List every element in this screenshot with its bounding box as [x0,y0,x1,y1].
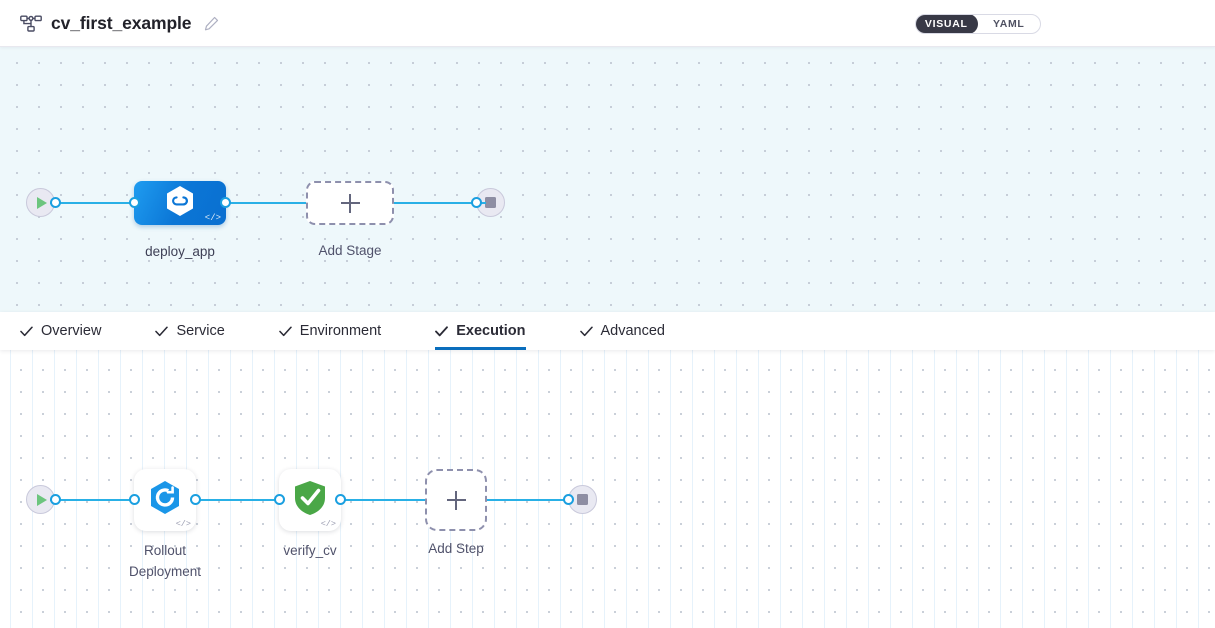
step-code-badge: </> [320,518,336,529]
play-icon [37,196,47,209]
app-header: cv_first_example VISUAL YAML [0,0,1215,47]
step-code-badge: </> [175,518,191,529]
pipeline-graph-icon [20,15,42,33]
pipeline-end-node[interactable] [471,188,505,217]
visual-yaml-toggle[interactable]: VISUAL YAML [915,14,1041,34]
tab-execution-label: Execution [456,323,526,339]
execution-graph-canvas[interactable]: </> Rollout Deployment </> verify_cv Add… [0,350,1215,628]
step-label-verify-cv: verify_cv [283,543,337,558]
edge-start-to-deploy [50,202,140,205]
step-card[interactable]: </> [279,469,341,531]
end-circle[interactable] [568,485,597,514]
tab-environment[interactable]: Environment [279,312,381,350]
add-stage-label: Add Stage [318,243,382,258]
tab-advanced-label: Advanced [600,323,666,339]
tab-overview-label: Overview [41,323,102,339]
check-icon [435,325,449,336]
pencil-edit-icon[interactable] [200,16,219,31]
step-output-port[interactable] [335,494,346,505]
header-left-group: cv_first_example [20,0,219,47]
stage-input-port[interactable] [129,197,140,208]
edge-verify-to-addstep [340,499,425,502]
tab-execution[interactable]: Execution [435,312,526,350]
add-step-label: Add Step [428,541,484,556]
toggle-option-visual[interactable]: VISUAL [916,15,978,33]
stop-icon [485,197,496,208]
stop-icon [577,494,588,505]
step-label-rollout-deployment: Rollout Deployment [128,543,202,579]
step-card[interactable]: </> [134,469,196,531]
edge-start-to-rollout [50,499,138,502]
harness-deploy-hexagon-icon [165,185,195,222]
check-icon [155,326,169,336]
pipeline-start-node[interactable] [26,188,61,217]
plus-icon [446,490,466,510]
start-circle[interactable] [26,188,55,217]
stage-card[interactable]: </> [134,181,226,225]
check-icon [579,326,593,336]
toggle-option-yaml[interactable]: YAML [992,18,1025,30]
add-stage-button[interactable] [306,181,394,225]
tab-service-label: Service [176,323,225,339]
check-icon [20,326,33,336]
execution-end-node[interactable] [563,485,597,514]
step-input-port[interactable] [129,494,140,505]
step-output-port[interactable] [190,494,201,505]
edge-addstage-to-end [390,202,486,205]
start-output-port[interactable] [50,494,61,505]
edge-deploy-to-addstage [225,202,310,205]
rollout-deployment-hexagon-icon [147,479,183,522]
end-input-port[interactable] [471,197,482,208]
end-input-port[interactable] [563,494,574,505]
stage-config-tabs[interactable]: Overview Service Environment Execution A [0,312,1215,350]
check-icon [279,326,292,336]
tab-overview[interactable]: Overview [20,312,101,350]
add-step-button[interactable] [425,469,487,531]
stage-output-port[interactable] [220,197,231,208]
step-input-port[interactable] [274,494,285,505]
tab-advanced[interactable]: Advanced [579,312,666,350]
play-icon [37,493,47,506]
start-output-port[interactable] [50,197,61,208]
stage-code-badge: </> [204,213,221,223]
tab-list: Overview Service Environment Execution A [20,312,719,350]
edge-rollout-to-verify [196,499,284,502]
execution-start-node[interactable] [26,485,61,514]
green-shield-check-icon [292,479,328,522]
plus-icon [340,193,360,213]
stage-label-deploy-app: deploy_app [145,244,215,259]
tab-service[interactable]: Service [155,312,225,350]
edge-addstep-to-end [487,499,572,502]
page-title: cv_first_example [51,13,192,33]
tab-environment-label: Environment [299,323,382,339]
stage-graph-canvas[interactable]: </> deploy_app Add Stage [0,47,1215,312]
